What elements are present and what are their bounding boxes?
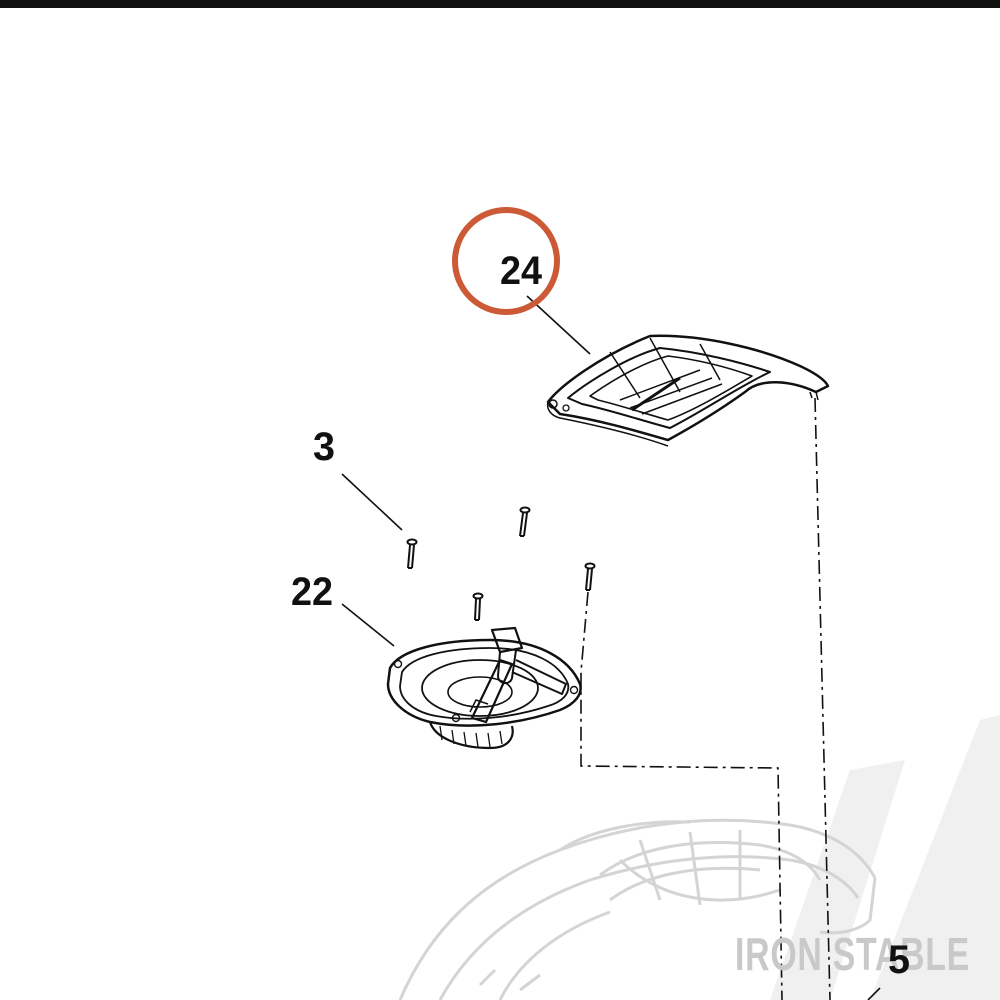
callout-3: 3 (313, 425, 335, 469)
part-22-speaker (386, 626, 582, 750)
leader-22 (341, 603, 395, 647)
part-24-speaker-lid (546, 334, 830, 447)
watermark-text: IRON STABLE (735, 928, 970, 980)
leader-lines (341, 295, 881, 1000)
watermark-shapes (770, 715, 1000, 1000)
part-3-screws (406, 506, 596, 621)
callout-5: 5 (888, 938, 910, 982)
screw-2 (519, 506, 531, 537)
assembly-dash-lines (580, 397, 831, 1000)
screw-3 (472, 592, 484, 621)
leader-24 (526, 295, 591, 355)
leader-3 (341, 473, 403, 531)
callout-22: 22 (291, 570, 333, 614)
highlight-ring (452, 207, 560, 315)
top-border (0, 0, 1000, 8)
leader-5 (867, 987, 881, 1000)
callout-24: 24 (500, 249, 543, 293)
screw-1 (406, 538, 418, 569)
background-assembly-ghost (398, 818, 877, 1000)
screw-4 (584, 562, 596, 591)
